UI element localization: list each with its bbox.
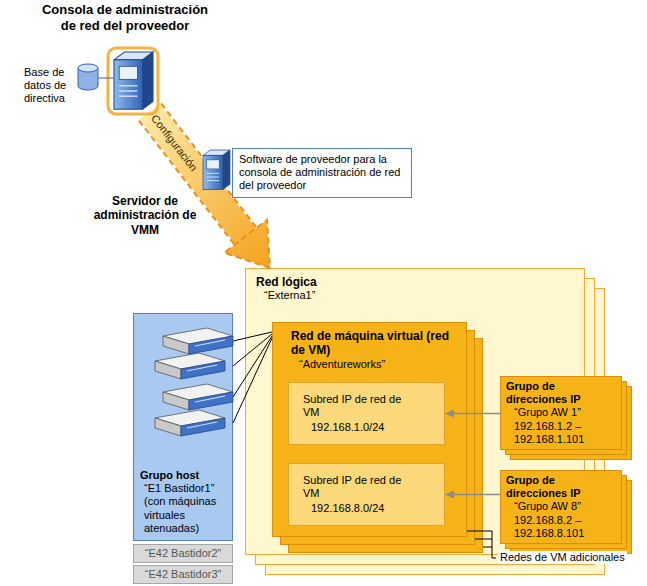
node-heading: Subred IP de red de VM: [303, 474, 408, 500]
database-label: Base de datos de directiva: [24, 66, 76, 106]
node-heading: Grupo de direcciones IP: [506, 380, 616, 406]
node-heading: Subred IP de red de VM: [303, 393, 408, 419]
node-heading: Grupo de direcciones IP: [506, 474, 616, 500]
console-server-icon: [114, 52, 153, 109]
ip-subnet: Subred IP de red de VM 192.168.8.0/24: [288, 463, 445, 526]
console-glow: [108, 48, 158, 114]
node-text: (con máquinas virtuales atenuadas): [144, 495, 228, 535]
console-heading: Consola de administración de red del pro…: [40, 2, 210, 112]
node-text: “E1 Bastidor1”: [144, 482, 228, 495]
vm-network: Red de máquina virtual (red de VM)“Adven…: [272, 322, 467, 537]
vmm-server-icon: [203, 150, 230, 190]
node-text: 192.168.1.0/24: [311, 421, 408, 434]
host-group-dimmed: “E42 Bastidor3”: [133, 565, 233, 584]
node-heading: “E42 Bastidor3”: [138, 568, 228, 581]
node-text: “Grupo AW 8”: [514, 500, 616, 513]
database-icon: [78, 64, 114, 90]
node-text: “Externa1”: [264, 289, 574, 302]
server-heading: Servidor de administración de VMM: [90, 194, 200, 248]
node-heading: Red de máquina virtual (red de VM): [291, 329, 458, 358]
node-heading: Grupo host: [140, 469, 228, 482]
host-group-dimmed: “E42 Bastidor2”: [133, 544, 233, 563]
node-heading: Red lógica: [256, 275, 574, 289]
node-text: “Adventureworks”: [299, 358, 458, 371]
ip-pool: Grupo de direcciones IP“Grupo AW 1”192.1…: [500, 376, 622, 450]
software-box: Software de proveedor para la consola de…: [232, 148, 412, 198]
node-text: 192.168.1.2 – 192.168.1.101: [514, 420, 616, 446]
node-heading: “E42 Bastidor2”: [138, 547, 228, 560]
node-heading: Software de proveedor para la consola de…: [239, 153, 405, 193]
node-text: 192.168.8.2 – 192.168.8.101: [514, 514, 616, 540]
callout-label: Redes de VM adicionales: [498, 551, 627, 564]
edge-label: Configuración: [148, 112, 200, 174]
node-text: “Grupo AW 1”: [514, 406, 616, 419]
node-heading: Servidor de administración de VMM: [90, 194, 200, 237]
node-heading: Consola de administración de red del pro…: [40, 2, 210, 33]
ip-pool: Grupo de direcciones IP“Grupo AW 8”192.1…: [500, 470, 622, 544]
host-group: Grupo host“E1 Bastidor1”(con máquinas vi…: [133, 313, 233, 541]
ip-subnet: Subred IP de red de VM 192.168.1.0/24: [288, 382, 445, 445]
node-text: 192.168.8.0/24: [311, 502, 408, 515]
